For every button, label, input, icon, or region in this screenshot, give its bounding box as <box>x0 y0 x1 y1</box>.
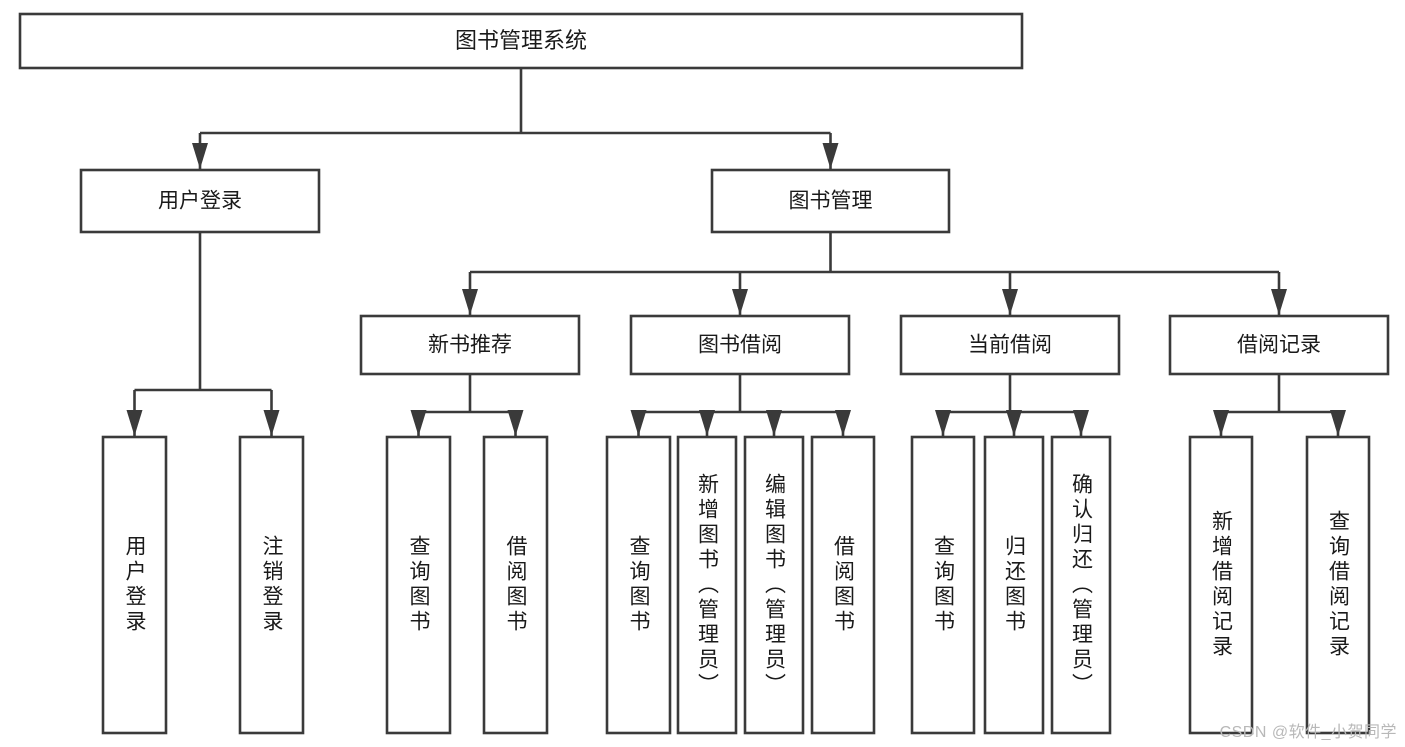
arrow-head-icon <box>1006 410 1022 436</box>
node-box-leaf-8[interactable] <box>910 435 976 735</box>
arrow-head-icon <box>126 410 143 436</box>
arrow-head-icon <box>630 410 647 436</box>
node-box-leaf-4[interactable] <box>605 435 672 735</box>
node-label-level3-0: 新书推荐 <box>428 334 512 357</box>
node-box-leaf-3[interactable] <box>482 435 549 735</box>
node-label-root: 图书管理系统 <box>455 28 587 53</box>
node-box-leaf-10[interactable] <box>1050 435 1112 735</box>
arrow-head-icon <box>507 410 524 436</box>
arrow-head-icon <box>1002 289 1018 315</box>
node-label-level2-0: 用户登录 <box>158 190 242 213</box>
arrow-head-icon <box>732 289 748 315</box>
watermark-label: CSDN @软件_小贺同学 <box>1219 724 1397 741</box>
arrow-head-icon <box>1271 289 1287 315</box>
arrow-head-icon <box>766 410 782 436</box>
arrow-head-icon <box>462 289 478 315</box>
node-box-level2-1[interactable] <box>710 168 951 234</box>
node-box-leaf-0[interactable] <box>101 435 168 735</box>
node-box-leaf-12[interactable] <box>1305 435 1371 735</box>
arrow-head-icon <box>935 410 951 436</box>
arrow-head-icon <box>822 143 839 169</box>
node-label-level3-1: 图书借阅 <box>698 334 782 357</box>
node-box-leaf-6[interactable] <box>743 435 805 735</box>
arrow-head-icon <box>192 143 208 169</box>
node-box-level3-3[interactable] <box>1168 314 1390 376</box>
node-box-leaf-2[interactable] <box>385 435 452 735</box>
node-box-leaf-1[interactable] <box>238 435 305 735</box>
node-label-level3-2: 当前借阅 <box>968 334 1052 357</box>
arrow-head-icon <box>263 410 280 436</box>
arrow-head-icon <box>1330 410 1346 436</box>
arrow-head-icon <box>835 410 851 436</box>
node-box-root[interactable] <box>18 12 1024 70</box>
node-box-leaf-7[interactable] <box>810 435 876 735</box>
node-box-level3-1[interactable] <box>629 314 851 376</box>
node-box-level3-0[interactable] <box>359 314 581 376</box>
node-box-leaf-11[interactable] <box>1188 435 1254 735</box>
node-label-level2-1: 图书管理 <box>789 190 873 213</box>
connector-layer <box>126 68 1346 436</box>
node-box-leaf-9[interactable] <box>983 435 1045 735</box>
arrow-head-icon <box>1073 410 1089 436</box>
node-label-level3-3: 借阅记录 <box>1237 334 1321 357</box>
arrow-head-icon <box>1213 410 1229 436</box>
node-box-level3-2[interactable] <box>899 314 1121 376</box>
node-box-leaf-5[interactable] <box>676 435 738 735</box>
node-box-level2-0[interactable] <box>79 168 321 234</box>
arrow-head-icon <box>410 410 427 436</box>
arrow-head-icon <box>699 410 715 436</box>
